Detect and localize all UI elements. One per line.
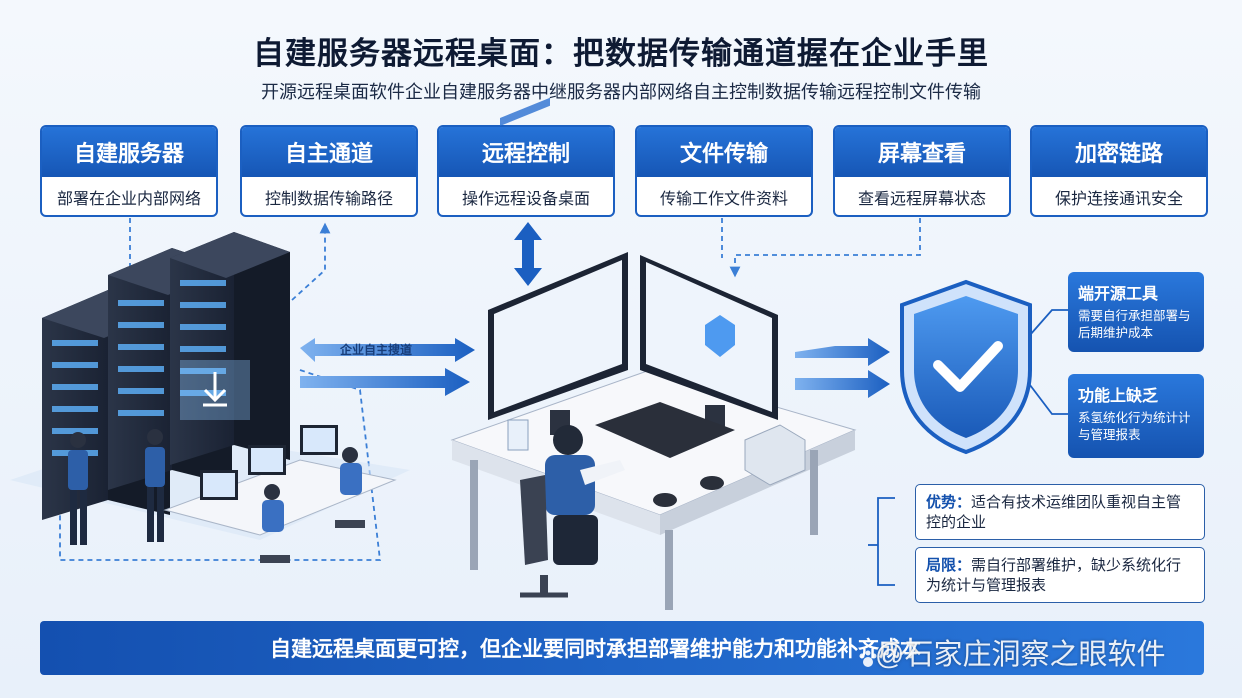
side-box-title: 功能上缺乏 [1078, 388, 1159, 405]
note-label: 局限： [926, 557, 972, 574]
card-desc: 控制数据传输路径 [264, 191, 393, 208]
watermark: @石家庄洞察之眼软件 [875, 639, 1166, 671]
card-desc: 传输工作文件资料 [659, 191, 788, 208]
card-file-transfer: 文件传输 传输工作文件资料 [635, 125, 813, 217]
engineer-figures [68, 429, 165, 545]
card-desc: 操作远程设备桌面 [461, 191, 590, 208]
shield-check-icon [900, 279, 1032, 455]
dashed-connectors [59, 218, 921, 561]
paw-icon [859, 650, 877, 667]
card-title: 自主通道 [242, 127, 416, 177]
office-desks [163, 425, 397, 563]
tunnel-arrows [300, 338, 475, 396]
card-desc: 保护连接通讯安全 [1054, 191, 1183, 208]
card-remote-control: 远程控制 操作远程设备桌面 [437, 125, 615, 217]
card-own-channel: 自主通道 控制数据传输路径 [240, 125, 418, 217]
side-box-title: 端开源工具 [1078, 286, 1159, 303]
card-self-built-server: 自建服务器 部署在企业内部网络 [40, 125, 218, 217]
central-workstation [450, 97, 857, 610]
card-desc: 查看远程屏幕状态 [857, 191, 986, 208]
shield-arrows [795, 338, 890, 398]
summary-banner: 自建远程桌面更可控，但企业要同时承担部署维护能力和功能补齐成本 [40, 621, 1204, 675]
note-text: 需自行部署维护，缺少系统化行为统计与管理报表 [926, 557, 1182, 594]
side-box-missing-features: 功能上缺乏 系氢统化行为统计计与管理报表 [1068, 374, 1204, 458]
double-arrow-icon [514, 222, 542, 286]
note-text: 适合有技术运维团队重视自主管控的企业 [926, 494, 1182, 531]
card-title: 文件传输 [637, 127, 811, 177]
card-title: 屏幕查看 [835, 127, 1009, 177]
page-subtitle: 开源远程桌面软件企业自建服务器中继服务器内部网络自主控制数据传输远程控制文件传输 [261, 82, 981, 102]
side-box-open-source: 端开源工具 需要自行承担部署与后期维护成本 [1068, 272, 1204, 352]
card-title: 加密链路 [1032, 127, 1206, 177]
note-advantage: 优势：适合有技术运维团队重视自主管控的企业 [915, 484, 1205, 540]
note-limitation: 局限：需自行部署维护，缺少系统化行为统计与管理报表 [915, 547, 1205, 603]
card-screen-view: 屏幕查看 查看远程屏幕状态 [833, 125, 1011, 217]
page-title: 自建服务器远程桌面：把数据传输通道握在企业手里 [253, 36, 989, 71]
card-encrypted-link: 加密链路 保护连接通讯安全 [1030, 125, 1208, 217]
card-title: 远程控制 [439, 127, 613, 177]
side-box-text: 系氢统化行为统计计与管理报表 [1078, 411, 1191, 442]
banner-text: 自建远程桌面更可控，但企业要同时承担部署维护能力和功能补齐成本 [270, 638, 921, 661]
card-desc: 部署在企业内部网络 [56, 191, 201, 208]
tunnel-label: 企业自主搜道 [340, 343, 413, 357]
card-title: 自建服务器 [42, 127, 216, 177]
note-label: 优势： [926, 494, 972, 511]
side-box-text: 需要自行承担部署与后期维护成本 [1078, 309, 1191, 340]
